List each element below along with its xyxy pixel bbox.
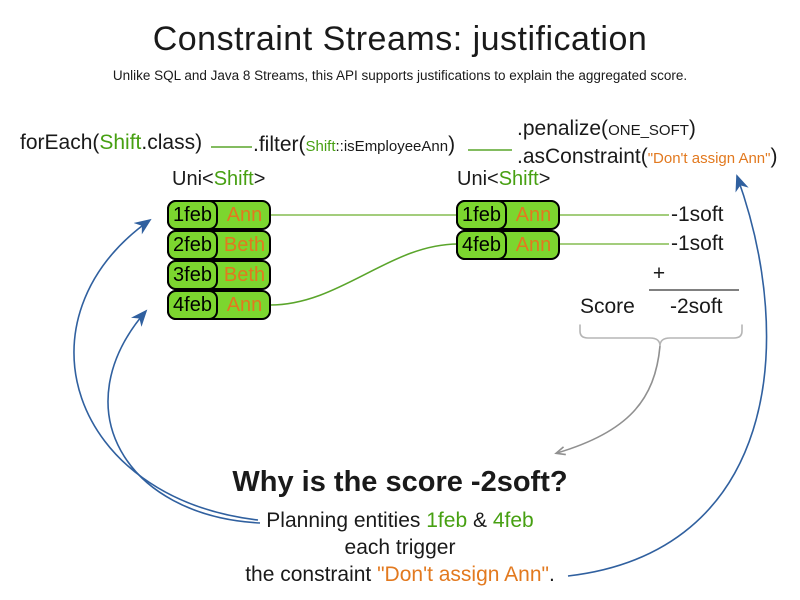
uni-pre: Uni< (457, 168, 499, 190)
score-total: -2soft (670, 295, 723, 318)
uni-post: > (538, 168, 551, 190)
code-asconstraint-pre: .asConstraint( (517, 145, 648, 168)
explanation-constraint-name: "Don't assign Ann" (377, 563, 549, 586)
uni-post: > (253, 168, 266, 190)
uni-shift-label-left: Uni<Shift> (172, 168, 265, 191)
shift-employee: Ann (515, 203, 552, 226)
penalty-2: -1soft (671, 232, 724, 255)
explanation-line-constraint: the constraint "Don't assign Ann". (0, 563, 800, 587)
page-subtitle: Unlike SQL and Java 8 Streams, this API … (112, 68, 688, 83)
shift-date: 4feb (456, 230, 507, 260)
explanation-line-entities: Planning entities 1feb & 4feb (0, 509, 800, 533)
code-penalize-post: ) (688, 117, 696, 140)
shift-employee: Ann (515, 233, 552, 256)
shift-row: 4feb Ann (167, 290, 271, 320)
code-penalize-arg: ONE_SOFT (608, 122, 689, 139)
shift-date: 3feb (167, 260, 218, 290)
shift-employee: Beth (223, 233, 266, 256)
code-asconstraint: .asConstraint("Don't assign Ann") (517, 144, 777, 172)
shift-row: 3feb Beth (167, 260, 271, 290)
explanation-amp: & (467, 509, 493, 532)
explanation-entity-1feb: 1feb (426, 509, 468, 532)
explanation-entity-4feb: 4feb (492, 509, 534, 532)
code-asconstraint-post: ) (770, 145, 778, 168)
shift-row: 1feb Ann (167, 200, 271, 230)
score-label: Score (580, 295, 635, 318)
code-penalize: .penalize(ONE_SOFT) (517, 116, 777, 144)
code-foreach: forEach(Shift.class) (20, 131, 202, 155)
shift-row: 2feb Beth (167, 230, 271, 260)
code-foreach-class: Shift (99, 131, 142, 154)
code-asconstraint-arg: "Don't assign Ann" (647, 150, 771, 167)
code-foreach-post: .class) (141, 131, 203, 154)
explanation-heading: Why is the score -2soft? (232, 466, 568, 498)
code-filter-method: ::isEmployeeAnn (335, 138, 449, 155)
code-filter: .filter(Shift::isEmployeeAnn) (253, 133, 455, 157)
explanation-line1-pre: Planning entities (266, 509, 427, 532)
code-penalize-pre: .penalize( (517, 117, 609, 140)
score-brace (579, 324, 743, 347)
shift-date: 2feb (167, 230, 218, 260)
shift-employee: Beth (223, 263, 266, 286)
page-title: Constraint Streams: justification (152, 20, 648, 58)
arrow-explanation-to-1feb (73, 218, 259, 521)
code-filter-post: ) (448, 133, 456, 156)
shift-row: 4feb Ann (456, 230, 560, 260)
stream-curve-4feb (269, 243, 459, 306)
explanation-line-trigger: each trigger (344, 536, 456, 559)
arrow-explanation-to-4feb (107, 309, 261, 524)
plus-sign: + (652, 262, 666, 285)
code-foreach-pre: forEach( (20, 131, 100, 154)
shift-date: 4feb (167, 290, 218, 320)
shift-date: 1feb (456, 200, 507, 230)
code-penalize-block: .penalize(ONE_SOFT) .asConstraint("Don't… (517, 116, 777, 172)
uni-type: Shift (213, 168, 254, 190)
code-filter-class: Shift (305, 138, 336, 155)
arrow-explanation-to-constraint (567, 174, 768, 577)
uni-shift-label-right: Uni<Shift> (457, 168, 550, 191)
explanation-line3-pre: the constraint (245, 563, 378, 586)
explanation-line3-post: . (548, 563, 555, 586)
shift-row: 1feb Ann (456, 200, 560, 230)
penalty-1: -1soft (671, 203, 724, 226)
shift-table-left: 1feb Ann 2feb Beth 3feb Beth 4feb Ann (167, 200, 271, 320)
shift-employee: Ann (226, 203, 263, 226)
uni-type: Shift (498, 168, 539, 190)
code-filter-pre: .filter( (253, 133, 306, 156)
shift-table-right: 1feb Ann 4feb Ann (456, 200, 560, 260)
shift-employee: Ann (226, 293, 263, 316)
arrow-score-to-explanation (554, 345, 661, 456)
uni-pre: Uni< (172, 168, 214, 190)
shift-date: 1feb (167, 200, 218, 230)
